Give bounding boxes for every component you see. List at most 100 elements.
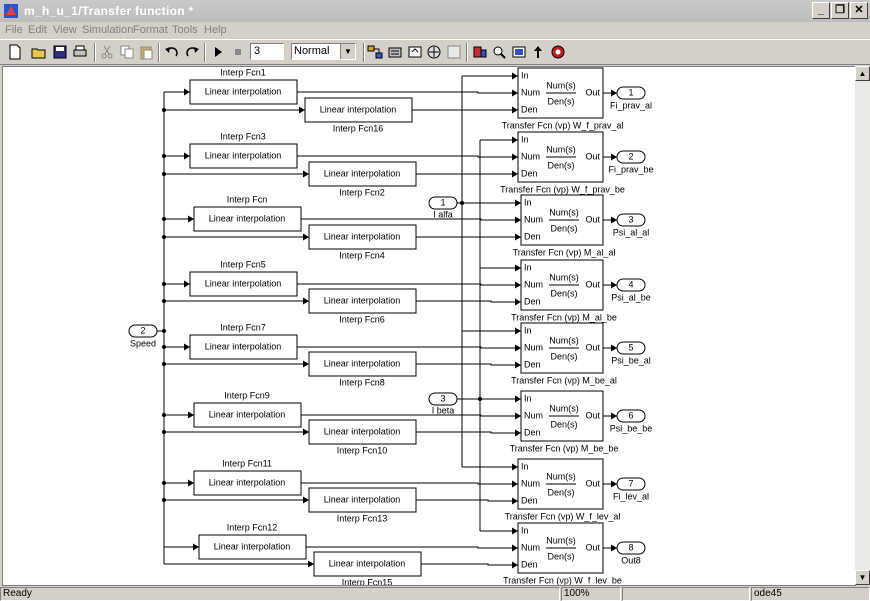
outport[interactable] — [616, 477, 646, 491]
signal-line[interactable] — [306, 546, 518, 549]
menu-format[interactable]: Format — [133, 24, 168, 36]
maximize-button[interactable]: ❐ — [831, 2, 849, 19]
save-icon[interactable] — [52, 44, 68, 60]
update-icon[interactable] — [407, 44, 423, 60]
signal-arrow — [512, 561, 518, 569]
scroll-down-button[interactable]: ▼ — [855, 570, 870, 585]
outport[interactable] — [616, 341, 646, 355]
simulink-app-icon — [4, 4, 18, 18]
signal-line[interactable] — [297, 155, 518, 158]
signal-arrow — [512, 170, 518, 178]
signal-line[interactable] — [301, 414, 521, 417]
debug-icon[interactable] — [426, 44, 442, 60]
help-icon[interactable] — [550, 44, 566, 60]
tf-port-den: Den — [521, 559, 538, 569]
print-icon[interactable] — [72, 44, 88, 60]
branch-point — [162, 498, 166, 502]
branch-point — [162, 154, 166, 158]
branch-point — [162, 345, 166, 349]
interp-block[interactable] — [193, 470, 302, 496]
interp-block[interactable] — [304, 97, 413, 123]
navigate-up-icon[interactable] — [530, 44, 546, 60]
undo-icon[interactable] — [164, 44, 180, 60]
signal-line[interactable] — [416, 431, 521, 434]
copy-icon[interactable] — [119, 44, 135, 60]
zoom-icon[interactable] — [491, 44, 507, 60]
start-icon[interactable] — [210, 44, 226, 60]
open-icon[interactable] — [31, 44, 47, 60]
stop-time-input[interactable]: 3 — [250, 43, 284, 60]
status-bar: Ready 100% ode45 — [0, 586, 870, 601]
sample-time-icon[interactable] — [511, 44, 527, 60]
menu-edit[interactable]: Edit — [28, 24, 47, 36]
interp-block-title: Interp Fcn9 — [224, 390, 270, 400]
menu-view[interactable]: View — [53, 24, 77, 36]
interp-block[interactable] — [308, 351, 417, 377]
outport[interactable] — [616, 541, 646, 555]
signal-arrow — [512, 527, 518, 535]
signal-line[interactable] — [421, 563, 518, 566]
redo-icon[interactable] — [184, 44, 200, 60]
interp-block-text: Linear interpolation — [324, 494, 401, 504]
interp-block-text: Linear interpolation — [320, 104, 397, 114]
chevron-down-icon[interactable]: ▼ — [340, 44, 355, 59]
tf-den-s: Den(s) — [547, 551, 574, 561]
cut-icon[interactable] — [99, 44, 115, 60]
outport[interactable] — [616, 409, 646, 423]
interp-block-title: Interp Fcn5 — [220, 259, 266, 269]
outport-label: Psi_be_be — [610, 423, 653, 433]
branch-point — [162, 299, 166, 303]
vertical-scrollbar[interactable]: ▲ ▼ — [855, 66, 870, 585]
signal-line[interactable] — [297, 346, 521, 349]
menu-file[interactable]: File — [5, 24, 23, 36]
outport-label: Fi_lev_al — [613, 491, 649, 501]
simulation-mode-select[interactable]: Normal▼ — [291, 43, 356, 60]
outport[interactable] — [616, 86, 646, 100]
tf-port-out: Out — [585, 342, 600, 352]
outport-label: Psi_al_be — [611, 292, 651, 302]
signal-line[interactable] — [301, 482, 518, 485]
menu-help[interactable]: Help — [204, 24, 227, 36]
toolbar-separator — [466, 43, 468, 62]
signal-arrow — [512, 72, 518, 80]
menu-tools[interactable]: Tools — [172, 24, 198, 36]
scroll-up-button[interactable]: ▲ — [855, 66, 870, 81]
signal-line[interactable] — [416, 499, 518, 502]
interp-block[interactable] — [308, 161, 417, 187]
transfer-fcn-name: Transfer Fcn (vp) M_be_be — [510, 443, 619, 453]
signal-line[interactable] — [297, 283, 521, 286]
interp-block[interactable] — [189, 79, 298, 105]
signal-line[interactable] — [416, 363, 521, 366]
stop-icon[interactable] — [230, 44, 246, 60]
interp-block[interactable] — [313, 551, 422, 577]
signal-arrow — [184, 88, 190, 96]
signal-arrow — [188, 411, 194, 419]
library-icon[interactable] — [367, 44, 383, 60]
tf-num-s: Num(s) — [546, 471, 576, 481]
tf-den-s: Den(s) — [550, 288, 577, 298]
minimize-button[interactable]: _ — [812, 2, 830, 19]
tf-port-out: Out — [585, 279, 600, 289]
outport[interactable] — [616, 150, 646, 164]
signal-line[interactable] — [416, 300, 521, 303]
browser-icon[interactable] — [472, 44, 488, 60]
new-icon[interactable] — [7, 44, 23, 60]
menu-simulation[interactable]: Simulation — [82, 24, 134, 36]
outport[interactable] — [616, 278, 646, 292]
tf-den-s: Den(s) — [550, 419, 577, 429]
paste-icon[interactable] — [138, 44, 154, 60]
outport-label: Out8 — [621, 555, 641, 565]
branch-point — [162, 108, 166, 112]
build-icon[interactable] — [387, 44, 403, 60]
interp-block-text: Linear interpolation — [329, 558, 406, 568]
outport[interactable] — [616, 213, 646, 227]
model-explorer-icon[interactable] — [446, 44, 462, 60]
outport-number: 1 — [628, 87, 633, 97]
close-button[interactable]: ✕ — [850, 2, 868, 19]
signal-line[interactable] — [297, 91, 518, 94]
interp-block-title: Interp Fcn6 — [339, 314, 385, 324]
tf-port-den: Den — [524, 296, 541, 306]
signal-line[interactable] — [301, 218, 521, 221]
